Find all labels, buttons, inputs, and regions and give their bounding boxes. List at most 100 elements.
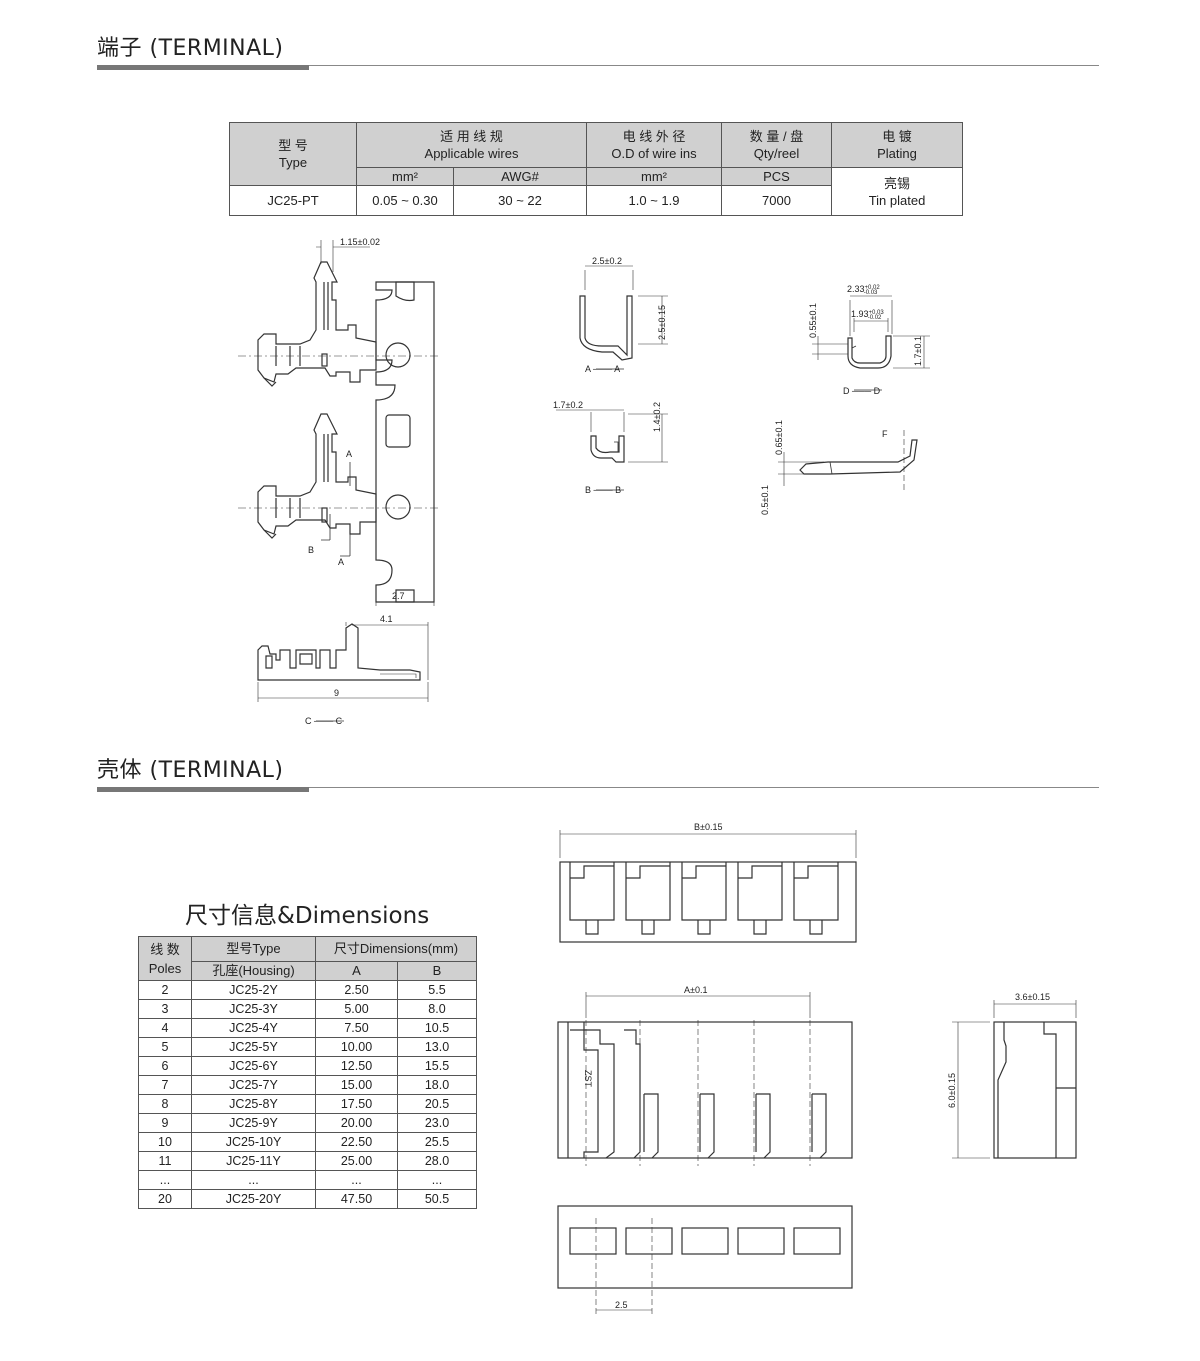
housing-cavity — [737, 862, 783, 935]
bb-label: B ─── B — [585, 485, 621, 495]
housing-contact — [755, 1093, 771, 1159]
section-divider — [97, 787, 1099, 788]
cell-b: 5.5 — [397, 980, 477, 1000]
housing-cavity — [569, 862, 615, 935]
label-a: A — [346, 449, 352, 459]
cell-b: 23.0 — [397, 1113, 477, 1133]
aa-width: 2.5±0.2 — [592, 256, 622, 266]
cell-b: 50.5 — [397, 1189, 477, 1209]
section-a-a — [579, 295, 633, 361]
header-dimensions: 尺寸Dimensions(mm) — [315, 936, 477, 962]
housing-cavity — [681, 862, 727, 935]
dd-right: 1.7±0.1 — [913, 336, 923, 366]
cell-awg: 30 ~ 22 — [453, 185, 587, 216]
housing-slot — [569, 1227, 617, 1255]
housing-slot — [625, 1227, 673, 1255]
dim-side-41: 4.1 — [380, 614, 393, 624]
bb-height: 1.4±0.2 — [652, 402, 662, 432]
housing-slot — [737, 1227, 785, 1255]
cell-type: JC25-4Y — [191, 1018, 316, 1038]
section-divider-bar — [97, 787, 309, 792]
dim-strip-width: 2.7 — [392, 591, 405, 601]
section-b-b — [590, 435, 625, 463]
header-a: A — [315, 961, 398, 981]
cell-type: JC25-PT — [229, 185, 357, 216]
cell-a: 22.50 — [315, 1132, 398, 1152]
housing-slot — [793, 1227, 841, 1255]
dim-side-height: 6.0±0.15 — [947, 1073, 957, 1108]
dim-b: B±0.15 — [694, 822, 722, 832]
dim-side-9: 9 — [334, 688, 339, 698]
cell-type: JC25-20Y — [191, 1189, 316, 1209]
unit-pcs: PCS — [721, 167, 832, 186]
cell-b: 25.5 — [397, 1132, 477, 1152]
label-c-c: C ─── C — [305, 716, 343, 726]
cell-mm2: 0.05 ~ 0.30 — [356, 185, 454, 216]
dd-left: 0.55±0.1 — [808, 303, 818, 338]
cell-od: 1.0 ~ 1.9 — [586, 185, 722, 216]
cell-type: JC25-11Y — [191, 1151, 316, 1171]
section-f — [799, 439, 918, 475]
dd-w2: 1.93+0.03-0.02 — [851, 309, 884, 321]
f-label: F — [882, 429, 888, 439]
cell-qty: 7000 — [721, 185, 832, 216]
header-housing: 孔座(Housing) — [191, 961, 316, 981]
section-divider-bar — [97, 65, 309, 70]
cell-b: 18.0 — [397, 1075, 477, 1095]
label-b: B — [308, 545, 314, 555]
terminal-side-view — [257, 623, 421, 681]
housing-top-view — [559, 861, 857, 943]
housing-front-view — [557, 1021, 853, 1159]
bb-width: 1.7±0.2 — [553, 400, 583, 410]
f-upper: 0.65±0.1 — [774, 420, 784, 455]
aa-height: 2.5±0.15 — [657, 305, 667, 340]
section-divider — [97, 65, 1099, 66]
housing-contact — [811, 1093, 827, 1159]
dim-top-width: 1.15±0.02 — [340, 237, 380, 247]
housing-contact — [699, 1093, 715, 1159]
cell-a: 47.50 — [315, 1189, 398, 1209]
housing-contact — [643, 1093, 659, 1159]
f-lower: 0.5±0.1 — [760, 485, 770, 515]
unit-awg: AWG# — [453, 167, 587, 186]
dd-label: D ─── D — [843, 386, 881, 396]
dim-side-width: 3.6±0.15 — [1015, 992, 1050, 1002]
section-title-terminal: 端子 (TERMINAL) — [97, 36, 284, 61]
label-a-lower: A — [338, 557, 344, 567]
section-title-housing: 壳体 (TERMINAL) — [97, 758, 284, 783]
housing-cavity — [625, 862, 671, 935]
cell-b: 13.0 — [397, 1037, 477, 1057]
aa-label: A ─── A — [585, 364, 620, 374]
section-d-d — [847, 335, 892, 369]
cell-b: 20.5 — [397, 1094, 477, 1114]
dd-w1: 2.33+0.02-0.03 — [847, 284, 880, 296]
housing-bottom-view — [557, 1205, 853, 1289]
dim-pitch: 2.5 — [615, 1300, 628, 1310]
cell-type: JC25-7Y — [191, 1075, 316, 1095]
marking-zst: ZST — [583, 1070, 593, 1088]
cell-type: JC25-3Y — [191, 999, 316, 1019]
cell-b: 15.5 — [397, 1056, 477, 1076]
dimensions-title: 尺寸信息&Dimensions — [185, 903, 430, 929]
dim-a: A±0.1 — [684, 985, 707, 995]
table-row: ............ — [138, 1170, 477, 1190]
housing-slot — [681, 1227, 729, 1255]
